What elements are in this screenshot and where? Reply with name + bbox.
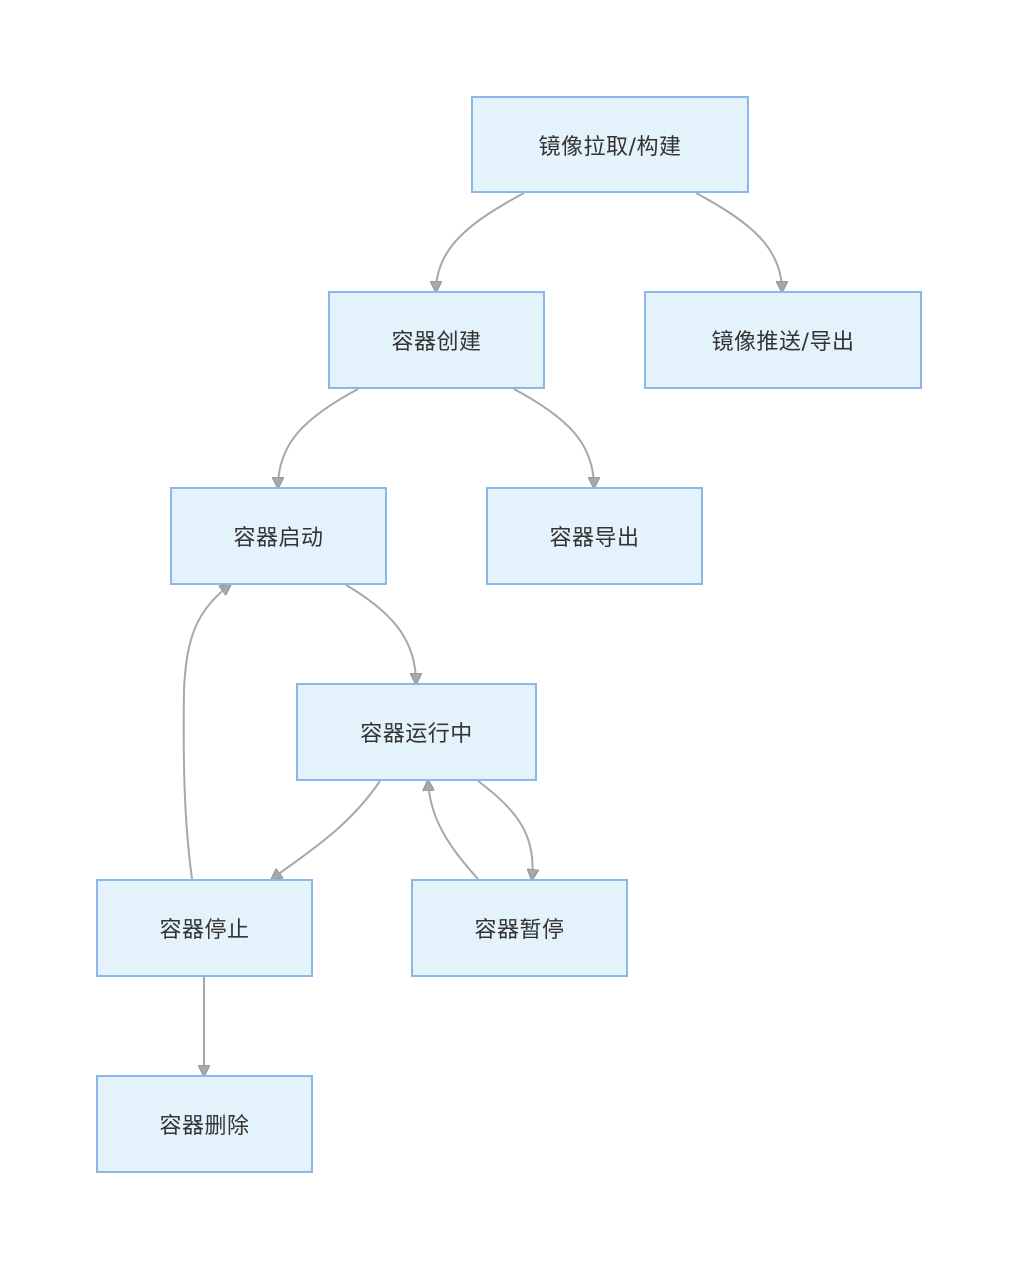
node-container-stop: 容器停止 bbox=[96, 879, 313, 977]
edge-container-create-to-container-start bbox=[278, 388, 359, 487]
node-label: 容器创建 bbox=[391, 330, 482, 355]
node-label: 容器启动 bbox=[233, 526, 324, 551]
edge-container-running-to-container-pause bbox=[477, 780, 533, 879]
node-container-export: 容器导出 bbox=[486, 487, 703, 585]
node-container-running: 容器运行中 bbox=[296, 683, 537, 781]
edge-container-create-to-container-export bbox=[513, 388, 594, 487]
node-label: 容器停止 bbox=[159, 918, 250, 943]
node-label: 镜像推送/导出 bbox=[711, 330, 855, 355]
edge-image-pull-build-to-container-create bbox=[436, 192, 525, 291]
edge-image-pull-build-to-image-push-export bbox=[695, 192, 782, 291]
node-label: 镜像拉取/构建 bbox=[538, 134, 682, 160]
node-label: 容器运行中 bbox=[360, 722, 473, 747]
node-label: 容器暂停 bbox=[474, 918, 565, 943]
edge-container-start-to-container-running bbox=[345, 584, 416, 683]
node-container-create: 容器创建 bbox=[328, 291, 545, 389]
edge-container-stop-to-container-start bbox=[182, 585, 230, 880]
node-container-delete: 容器删除 bbox=[96, 1075, 313, 1173]
edge-container-running-to-container-stop bbox=[272, 780, 381, 879]
node-container-pause: 容器暂停 bbox=[411, 879, 628, 977]
node-image-pull-build: 镜像拉取/构建 bbox=[471, 96, 749, 193]
edge-container-pause-to-container-running bbox=[428, 781, 479, 880]
node-container-start: 容器启动 bbox=[170, 487, 387, 585]
node-label: 容器删除 bbox=[159, 1114, 250, 1139]
node-label: 容器导出 bbox=[549, 526, 640, 551]
node-image-push-export: 镜像推送/导出 bbox=[644, 291, 922, 389]
